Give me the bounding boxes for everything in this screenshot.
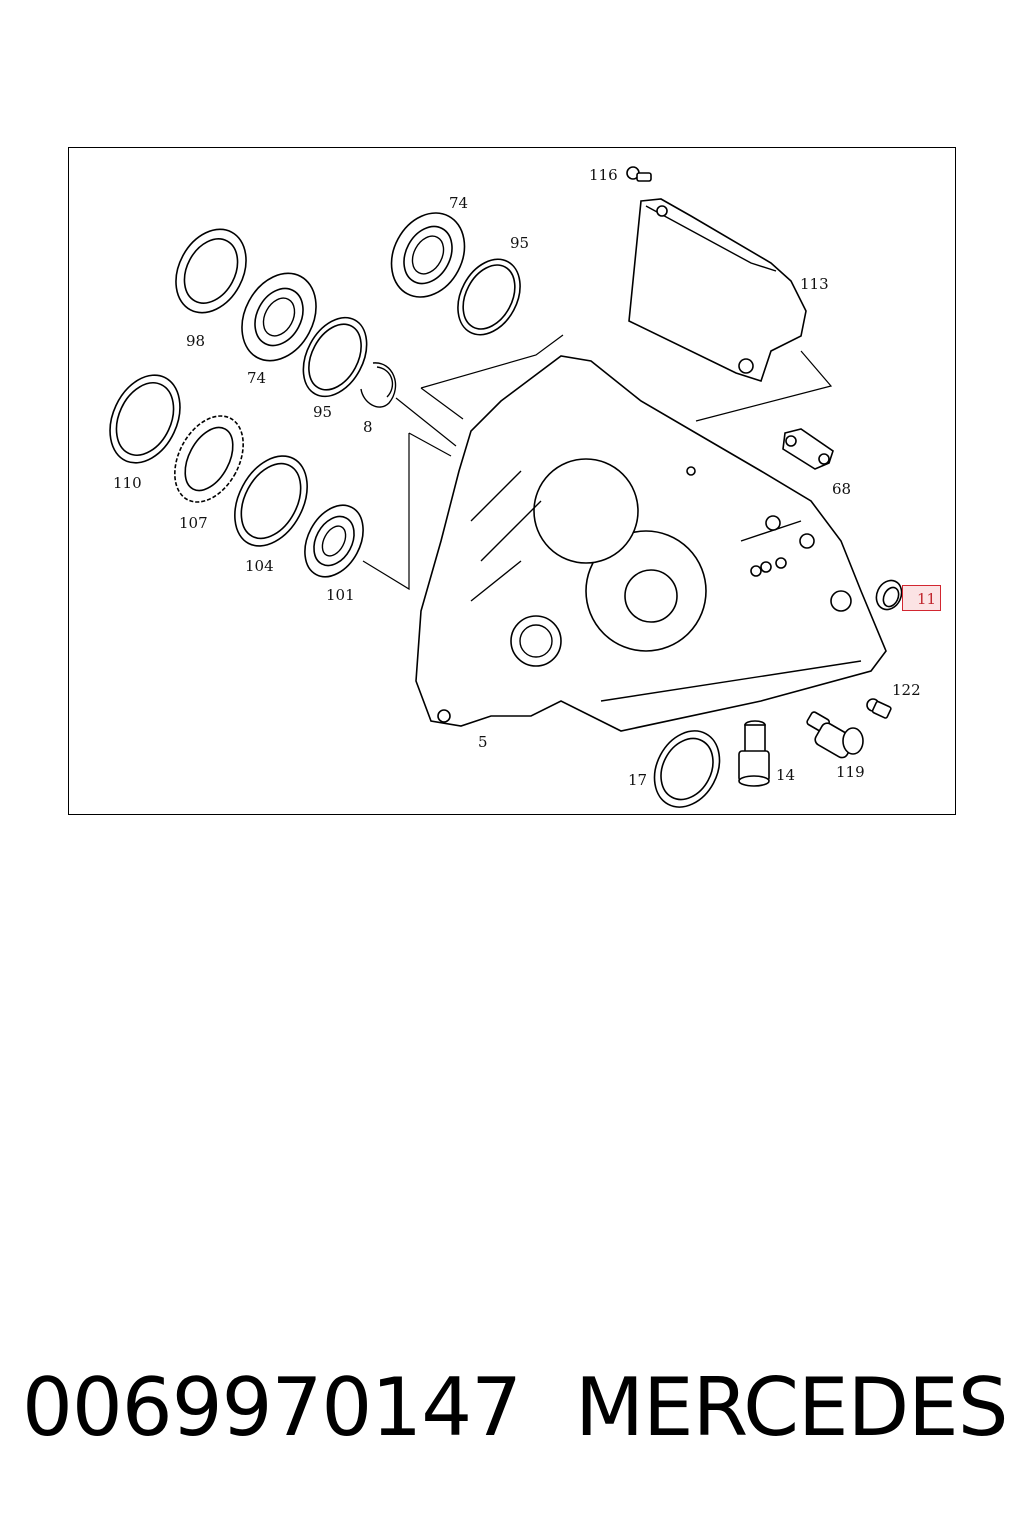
- disc-110: [109, 374, 181, 464]
- callout-113[interactable]: 113: [800, 275, 829, 293]
- cover-113: [628, 198, 807, 383]
- bolt-116: [626, 166, 652, 182]
- callout-95-top[interactable]: 95: [510, 234, 530, 252]
- ring-95-top: [457, 258, 521, 336]
- callout-74-left[interactable]: 74: [247, 369, 267, 387]
- callout-14[interactable]: 14: [776, 766, 796, 784]
- plug-122: [866, 698, 892, 719]
- callout-95-left[interactable]: 95: [313, 403, 333, 421]
- diagram-drawing: [109, 166, 903, 808]
- bearing-74-top: [390, 212, 466, 298]
- callout-98[interactable]: 98: [186, 332, 206, 350]
- callout-107[interactable]: 107: [179, 514, 208, 532]
- callout-8[interactable]: 8: [363, 418, 373, 436]
- bearing-74-left: [241, 272, 317, 362]
- exploded-parts-diagram: 116 74 95 113 98 74 95 8 110 107 68 104 …: [68, 147, 956, 815]
- transmission-housing-5: [415, 355, 887, 732]
- callout-17[interactable]: 17: [628, 771, 648, 789]
- callout-110[interactable]: 110: [113, 474, 142, 492]
- callout-68[interactable]: 68: [832, 480, 852, 498]
- sensor-119: [806, 711, 864, 759]
- callout-11-highlighted[interactable]: 11: [902, 585, 942, 611]
- callout-119[interactable]: 119: [836, 763, 865, 781]
- seal-11: [875, 579, 903, 611]
- leader-lines: [362, 334, 833, 591]
- seal-98: [175, 228, 247, 314]
- ring-95-left: [302, 316, 368, 398]
- bearing-101: [304, 504, 364, 578]
- callout-104[interactable]: 104: [245, 557, 274, 575]
- callout-101[interactable]: 101: [326, 586, 355, 604]
- callout-116[interactable]: 116: [589, 166, 618, 184]
- seal-17: [653, 730, 721, 808]
- needle-cage-107: [174, 415, 244, 503]
- bracket-68: [782, 428, 834, 470]
- callout-5[interactable]: 5: [478, 733, 488, 751]
- circlip-8: [360, 362, 397, 408]
- brand-name: MERCEDES: [575, 1361, 1009, 1454]
- callout-74-top[interactable]: 74: [449, 194, 469, 212]
- callout-122[interactable]: 122: [892, 681, 921, 699]
- sleeve-104: [234, 455, 308, 547]
- plug-14: [738, 720, 770, 787]
- part-number: 0069970147: [22, 1361, 522, 1454]
